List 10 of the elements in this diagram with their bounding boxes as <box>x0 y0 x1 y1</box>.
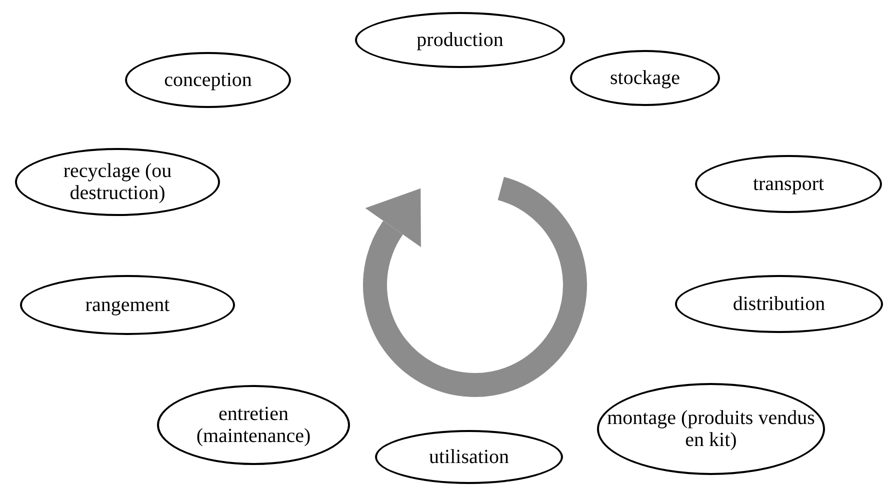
node-label: entretien (maintenance) <box>195 403 312 447</box>
node-label: distribution <box>732 293 826 315</box>
node-label: conception <box>163 69 253 91</box>
node-label: production <box>416 29 504 51</box>
node-label: montage (produits vendus en kit) <box>606 407 816 451</box>
node-label: rangement <box>84 294 171 316</box>
node-label: stockage <box>609 67 681 89</box>
node-label: utilisation <box>428 446 510 468</box>
node-label: recyclage (ou destruction) <box>62 160 173 204</box>
node-label: transport <box>752 173 826 195</box>
